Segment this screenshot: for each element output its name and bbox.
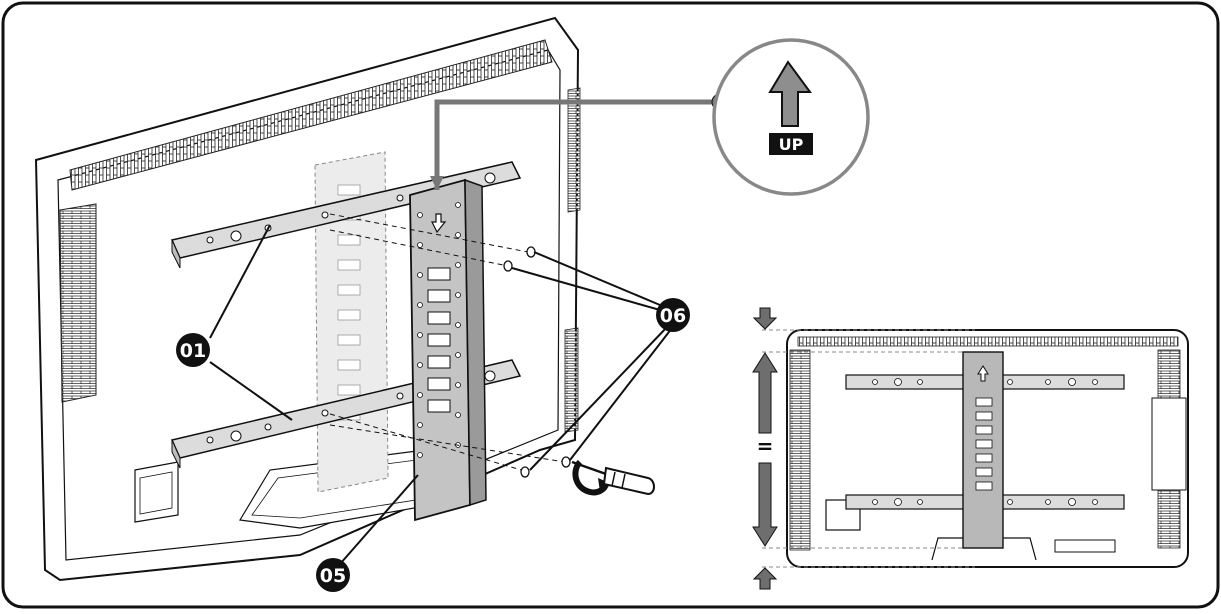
inset-dimension-arrows [752,307,778,590]
inset-tv-elevation: = [752,307,1189,590]
callout-05: 05 [316,558,350,592]
callout-leaders [209,224,673,573]
callout-01: 01 [176,333,210,367]
vertical-bracket [409,178,487,522]
screwdriver-icon [571,459,655,496]
up-label: UP [779,135,804,154]
up-detail-callout: UP [430,38,870,196]
svg-text:01: 01 [180,340,206,362]
equal-sign: = [757,434,774,458]
screw-guides [329,213,566,473]
svg-text:05: 05 [320,565,346,587]
mounting-arm-upper [170,161,522,269]
inset-bracket [962,351,1004,549]
screws [503,246,571,478]
svg-text:06: 06 [660,305,686,327]
up-arrow-icon [768,60,812,127]
callout-06: 06 [656,298,690,332]
